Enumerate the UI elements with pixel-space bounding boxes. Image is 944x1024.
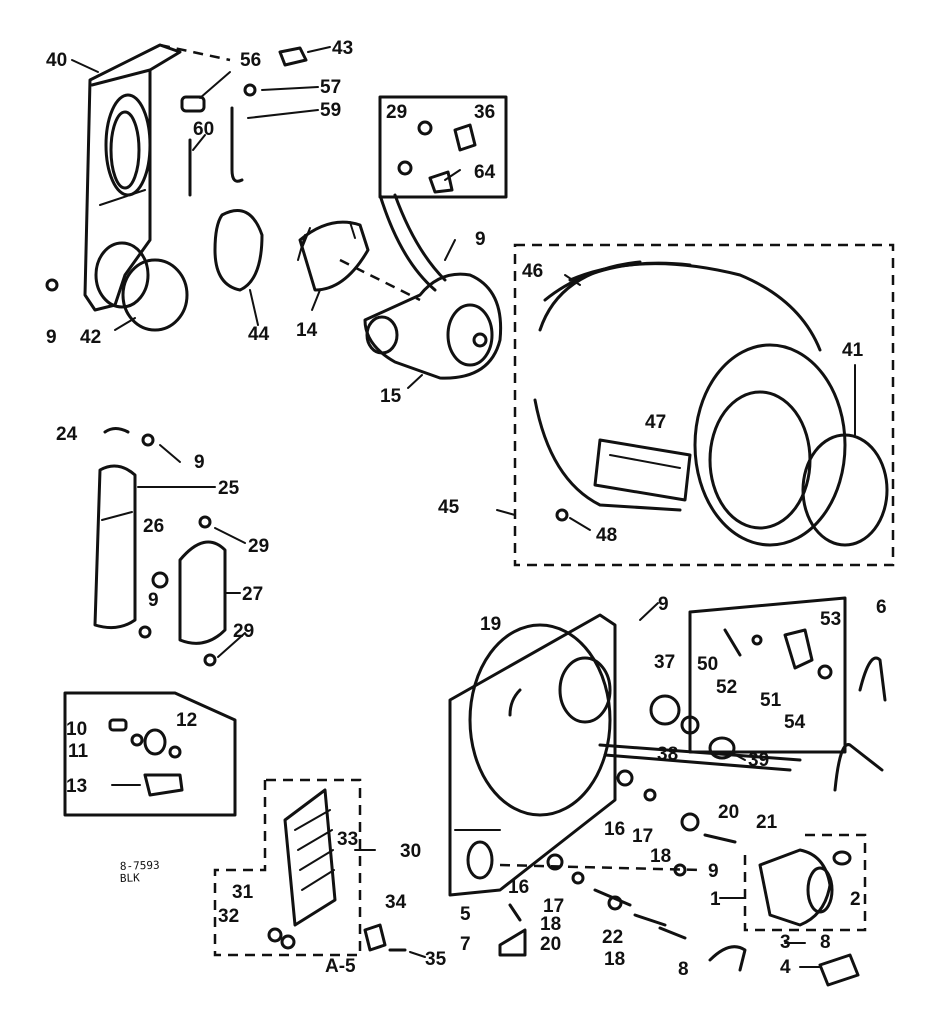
callout-48: 48 <box>596 525 617 546</box>
door-seal-ring-44 <box>213 209 264 292</box>
callout-18-upper: 18 <box>650 846 671 867</box>
callout-39: 39 <box>748 750 769 771</box>
callout-22: 22 <box>602 927 623 948</box>
callout-16-lower: 16 <box>508 877 529 898</box>
callout-27: 27 <box>242 584 263 605</box>
callout-54: 54 <box>784 712 806 733</box>
callout-9-bulkhead: 9 <box>658 594 669 615</box>
leader-lines <box>71 46 856 968</box>
callout-12: 12 <box>176 710 197 731</box>
callout-60: 60 <box>193 119 214 140</box>
drum-assembly-box <box>513 243 895 567</box>
callout-52: 52 <box>716 677 737 698</box>
idler-assembly-drawing <box>649 694 736 760</box>
callout-1: 1 <box>710 889 721 910</box>
callout-34: 34 <box>385 892 407 913</box>
callout-30: 30 <box>400 841 421 862</box>
small-parts-bottom <box>498 769 747 972</box>
stamp-code-line1: 8-7593 <box>120 859 160 873</box>
front-panel-drawing <box>83 43 231 332</box>
blower-housing-drawing <box>363 272 503 380</box>
callout-6: 6 <box>876 597 887 618</box>
drum-drawing <box>533 260 889 547</box>
callout-64: 64 <box>474 162 496 183</box>
callout-57: 57 <box>320 77 341 98</box>
callout-16-upper: 16 <box>604 819 625 840</box>
callout-56: 56 <box>240 50 261 71</box>
callout-9-mid: 9 <box>148 590 159 611</box>
callout-17-upper: 17 <box>632 826 653 847</box>
callout-5: 5 <box>460 904 471 925</box>
motor-assembly-box <box>743 833 867 987</box>
callout-labels: 40 43 56 57 59 60 29 36 64 9 46 41 47 45… <box>46 38 887 980</box>
callout-3: 3 <box>780 932 791 953</box>
callout-7: 7 <box>460 934 471 955</box>
callout-44: 44 <box>248 324 270 345</box>
callout-18-mid: 18 <box>540 914 561 935</box>
callout-47: 47 <box>645 412 666 433</box>
rear-bulkhead-drawing <box>448 613 617 897</box>
callout-9-duct: 9 <box>475 229 486 250</box>
callout-29-mid: 29 <box>248 536 269 557</box>
callout-21: 21 <box>756 812 778 833</box>
callout-11: 11 <box>68 741 89 762</box>
drive-belt-drawing <box>598 656 887 792</box>
callout-45: 45 <box>438 497 460 518</box>
callout-14: 14 <box>296 320 318 341</box>
inset-box-50-54 <box>688 596 847 754</box>
callout-31: 31 <box>232 882 254 903</box>
heater-assembly-box <box>213 778 362 957</box>
callout-50: 50 <box>697 654 718 675</box>
duct-drawing <box>378 193 447 292</box>
callout-43: 43 <box>332 38 353 59</box>
callout-18-lower: 18 <box>604 949 625 970</box>
callout-10: 10 <box>66 719 87 740</box>
callout-36: 36 <box>474 102 495 123</box>
callout-15: 15 <box>380 386 402 407</box>
callout-8-left: 8 <box>678 959 689 980</box>
callout-4: 4 <box>780 957 791 978</box>
page-code: A-5 <box>325 956 356 977</box>
callout-26: 26 <box>143 516 164 537</box>
callout-20-lower: 20 <box>540 934 561 955</box>
inset-box-29-36-64 <box>378 95 508 199</box>
stamp-code-line2: BLK <box>120 871 141 885</box>
callout-8-right: 8 <box>820 932 831 953</box>
callout-25: 25 <box>218 478 240 499</box>
callout-9-upper-mid: 9 <box>194 452 205 473</box>
callout-29-low: 29 <box>233 621 254 642</box>
callout-9-left: 9 <box>46 327 57 348</box>
callout-42: 42 <box>80 327 101 348</box>
callout-32: 32 <box>218 906 239 927</box>
inset-box-10-13 <box>63 691 237 817</box>
callout-41: 41 <box>842 340 864 361</box>
callout-38: 38 <box>657 744 678 765</box>
fasteners-34-35 <box>363 923 407 952</box>
callout-2: 2 <box>850 889 861 910</box>
callout-53: 53 <box>820 609 841 630</box>
small-fasteners-top <box>45 46 308 292</box>
callout-59: 59 <box>320 100 341 121</box>
access-cover-27-drawing <box>178 515 227 667</box>
shield-panel-25-drawing <box>93 427 169 639</box>
callout-51: 51 <box>760 690 782 711</box>
callout-35: 35 <box>425 949 447 970</box>
callout-20-upper: 20 <box>718 802 739 823</box>
callout-37: 37 <box>654 652 675 673</box>
callout-24: 24 <box>56 424 78 445</box>
callout-40: 40 <box>46 50 67 71</box>
callout-9-low: 9 <box>708 861 719 882</box>
blower-wheel-drawing <box>297 220 421 302</box>
callout-17-lower: 17 <box>543 896 564 917</box>
callout-19: 19 <box>480 614 501 635</box>
callout-46: 46 <box>522 261 543 282</box>
callout-33: 33 <box>337 829 358 850</box>
callout-13: 13 <box>66 776 87 797</box>
callout-29-top: 29 <box>386 102 407 123</box>
